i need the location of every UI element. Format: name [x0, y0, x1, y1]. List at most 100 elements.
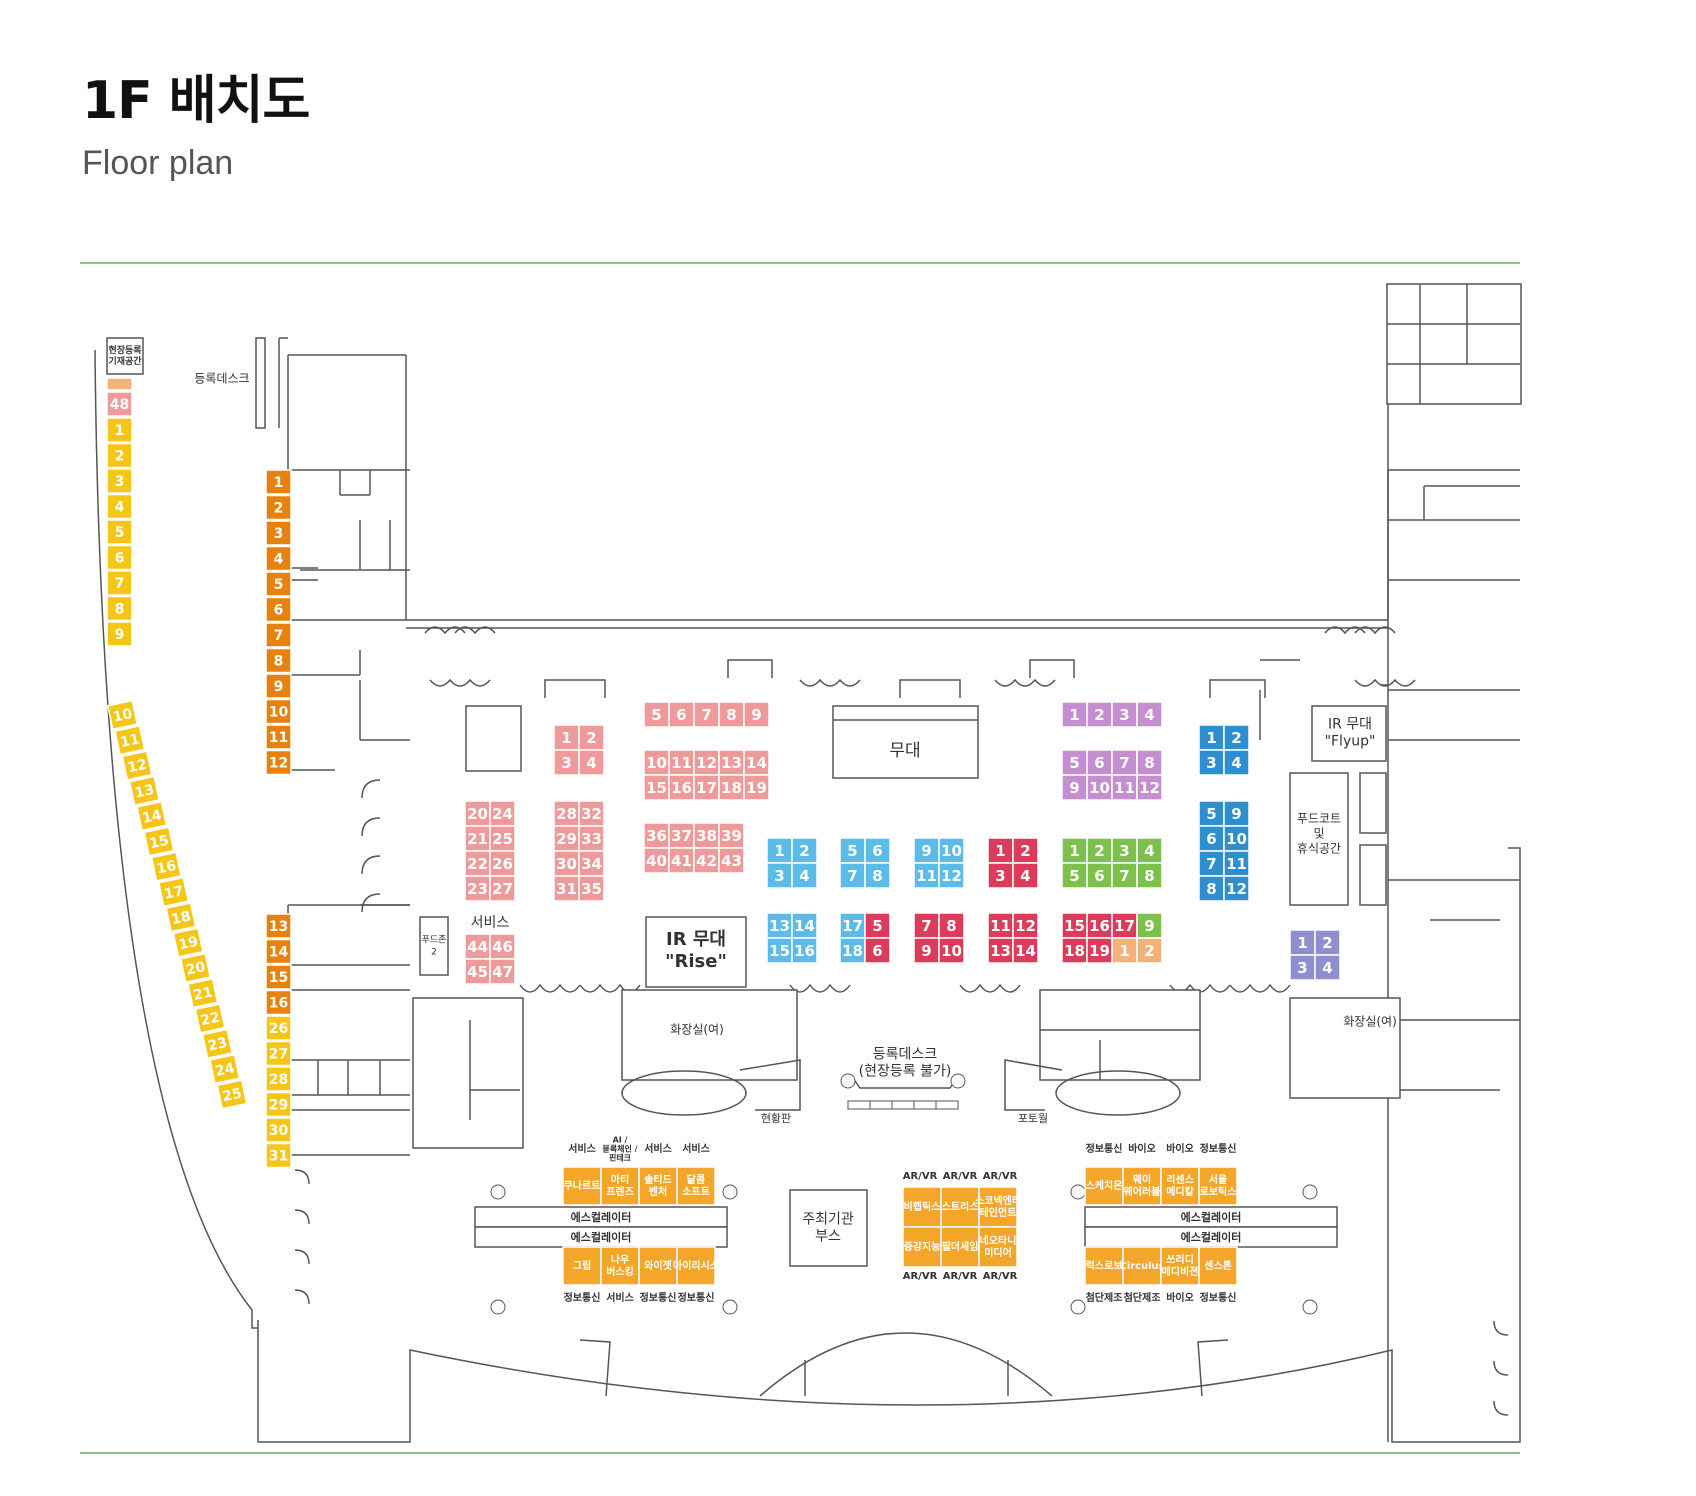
booth-13[interactable]: [766, 912, 793, 939]
booth-12[interactable]: [1223, 875, 1250, 902]
booth-43[interactable]: [718, 847, 745, 874]
booth-12[interactable]: [1136, 774, 1163, 801]
booth-31[interactable]: [265, 1142, 292, 1169]
booth-14[interactable]: [265, 938, 292, 965]
booth-4[interactable]: [265, 545, 292, 572]
booth-2[interactable]: [106, 442, 133, 469]
booth-1[interactable]: [106, 417, 133, 443]
booth-[interactable]: [106, 377, 133, 391]
booth-9[interactable]: [743, 701, 770, 728]
booth-45[interactable]: [464, 958, 491, 985]
booth-6[interactable]: [864, 937, 891, 964]
booth-25[interactable]: 25: [216, 1079, 248, 1110]
booth-18[interactable]: [839, 937, 866, 964]
booth-2[interactable]: [1086, 837, 1113, 864]
booth-8[interactable]: [718, 701, 745, 728]
booth-23[interactable]: [464, 875, 491, 902]
company-booth[interactable]: [1160, 1246, 1200, 1286]
booth-8[interactable]: [938, 912, 965, 939]
booth-2[interactable]: [791, 837, 818, 864]
booth-9[interactable]: [265, 673, 292, 699]
booth-8[interactable]: [265, 647, 292, 674]
company-booth[interactable]: [562, 1246, 602, 1286]
booth-27[interactable]: [489, 875, 516, 902]
booth-6[interactable]: [265, 596, 292, 623]
booth-47[interactable]: [489, 958, 516, 985]
company-booth[interactable]: [978, 1226, 1018, 1268]
booth-11[interactable]: [265, 724, 292, 750]
booth-11[interactable]: 11: [114, 724, 146, 756]
booth-19[interactable]: 19: [172, 927, 204, 958]
booth-4[interactable]: [578, 749, 605, 776]
booth-16[interactable]: [668, 774, 695, 801]
booth-4[interactable]: [1136, 837, 1163, 864]
booth-15[interactable]: 15: [143, 826, 175, 857]
booth-18[interactable]: 18: [165, 902, 197, 933]
company-booth[interactable]: [1122, 1246, 1162, 1286]
booth-17[interactable]: [693, 774, 720, 801]
booth-3[interactable]: [106, 468, 133, 494]
booth-13[interactable]: [265, 913, 292, 939]
booth-4[interactable]: [791, 862, 818, 889]
booth-28[interactable]: [265, 1066, 292, 1092]
booth-8[interactable]: [864, 862, 891, 889]
booth-17[interactable]: [1111, 912, 1138, 939]
booth-10[interactable]: [265, 698, 292, 725]
booth-7[interactable]: [1198, 850, 1225, 877]
booth-10[interactable]: [1223, 825, 1250, 852]
booth-21[interactable]: [464, 825, 491, 852]
booth-1[interactable]: [987, 837, 1014, 864]
booth-2[interactable]: [1314, 929, 1341, 956]
booth-33[interactable]: [578, 825, 605, 852]
booth-6[interactable]: [106, 544, 133, 571]
booth-11[interactable]: [1111, 774, 1138, 801]
booth-10[interactable]: [938, 937, 965, 964]
company-booth[interactable]: [1084, 1246, 1124, 1286]
booth-10[interactable]: [1086, 774, 1113, 801]
booth-48[interactable]: [106, 391, 133, 417]
company-booth[interactable]: [1160, 1166, 1200, 1206]
booth-24[interactable]: 24: [209, 1053, 241, 1085]
booth-21[interactable]: 21: [187, 977, 219, 1009]
booth-3[interactable]: [1289, 954, 1316, 981]
booth-1[interactable]: [553, 724, 580, 751]
booth-11[interactable]: [987, 912, 1014, 939]
booth-4[interactable]: [106, 493, 133, 520]
booth-29[interactable]: [265, 1091, 292, 1118]
booth-19[interactable]: [743, 774, 770, 801]
company-booth[interactable]: [638, 1246, 678, 1286]
booth-2[interactable]: [578, 724, 605, 751]
booth-9[interactable]: [106, 621, 133, 647]
booth-27[interactable]: [265, 1040, 292, 1067]
company-booth[interactable]: [638, 1166, 678, 1206]
company-booth[interactable]: [1084, 1166, 1124, 1206]
booth-22[interactable]: [464, 850, 491, 877]
booth-20[interactable]: 20: [179, 952, 212, 984]
company-booth[interactable]: [676, 1166, 716, 1206]
booth-8[interactable]: [106, 595, 133, 622]
booth-22[interactable]: 22: [194, 1003, 226, 1034]
company-booth[interactable]: [676, 1246, 716, 1286]
booth-4[interactable]: [1136, 701, 1163, 728]
booth-3[interactable]: [987, 862, 1014, 889]
booth-1[interactable]: [265, 469, 292, 495]
booth-15[interactable]: [265, 964, 292, 990]
booth-30[interactable]: [553, 850, 580, 877]
booth-12[interactable]: 12: [121, 750, 153, 781]
booth-4[interactable]: [1223, 749, 1250, 776]
company-booth[interactable]: [600, 1166, 640, 1206]
booth-19[interactable]: [1086, 937, 1113, 964]
booth-1[interactable]: [1198, 724, 1225, 751]
booth-46[interactable]: [489, 933, 516, 960]
booth-14[interactable]: 14: [136, 800, 168, 832]
booth-1[interactable]: [766, 837, 793, 864]
booth-26[interactable]: [265, 1015, 292, 1041]
booth-11[interactable]: [1223, 850, 1250, 877]
booth-12[interactable]: [265, 749, 292, 776]
booth-10[interactable]: 10: [106, 699, 139, 731]
booth-44[interactable]: [464, 933, 491, 960]
booth-2[interactable]: [1223, 724, 1250, 751]
company-booth[interactable]: [1198, 1246, 1238, 1286]
company-booth[interactable]: [1122, 1166, 1162, 1206]
booth-24[interactable]: [489, 800, 516, 827]
